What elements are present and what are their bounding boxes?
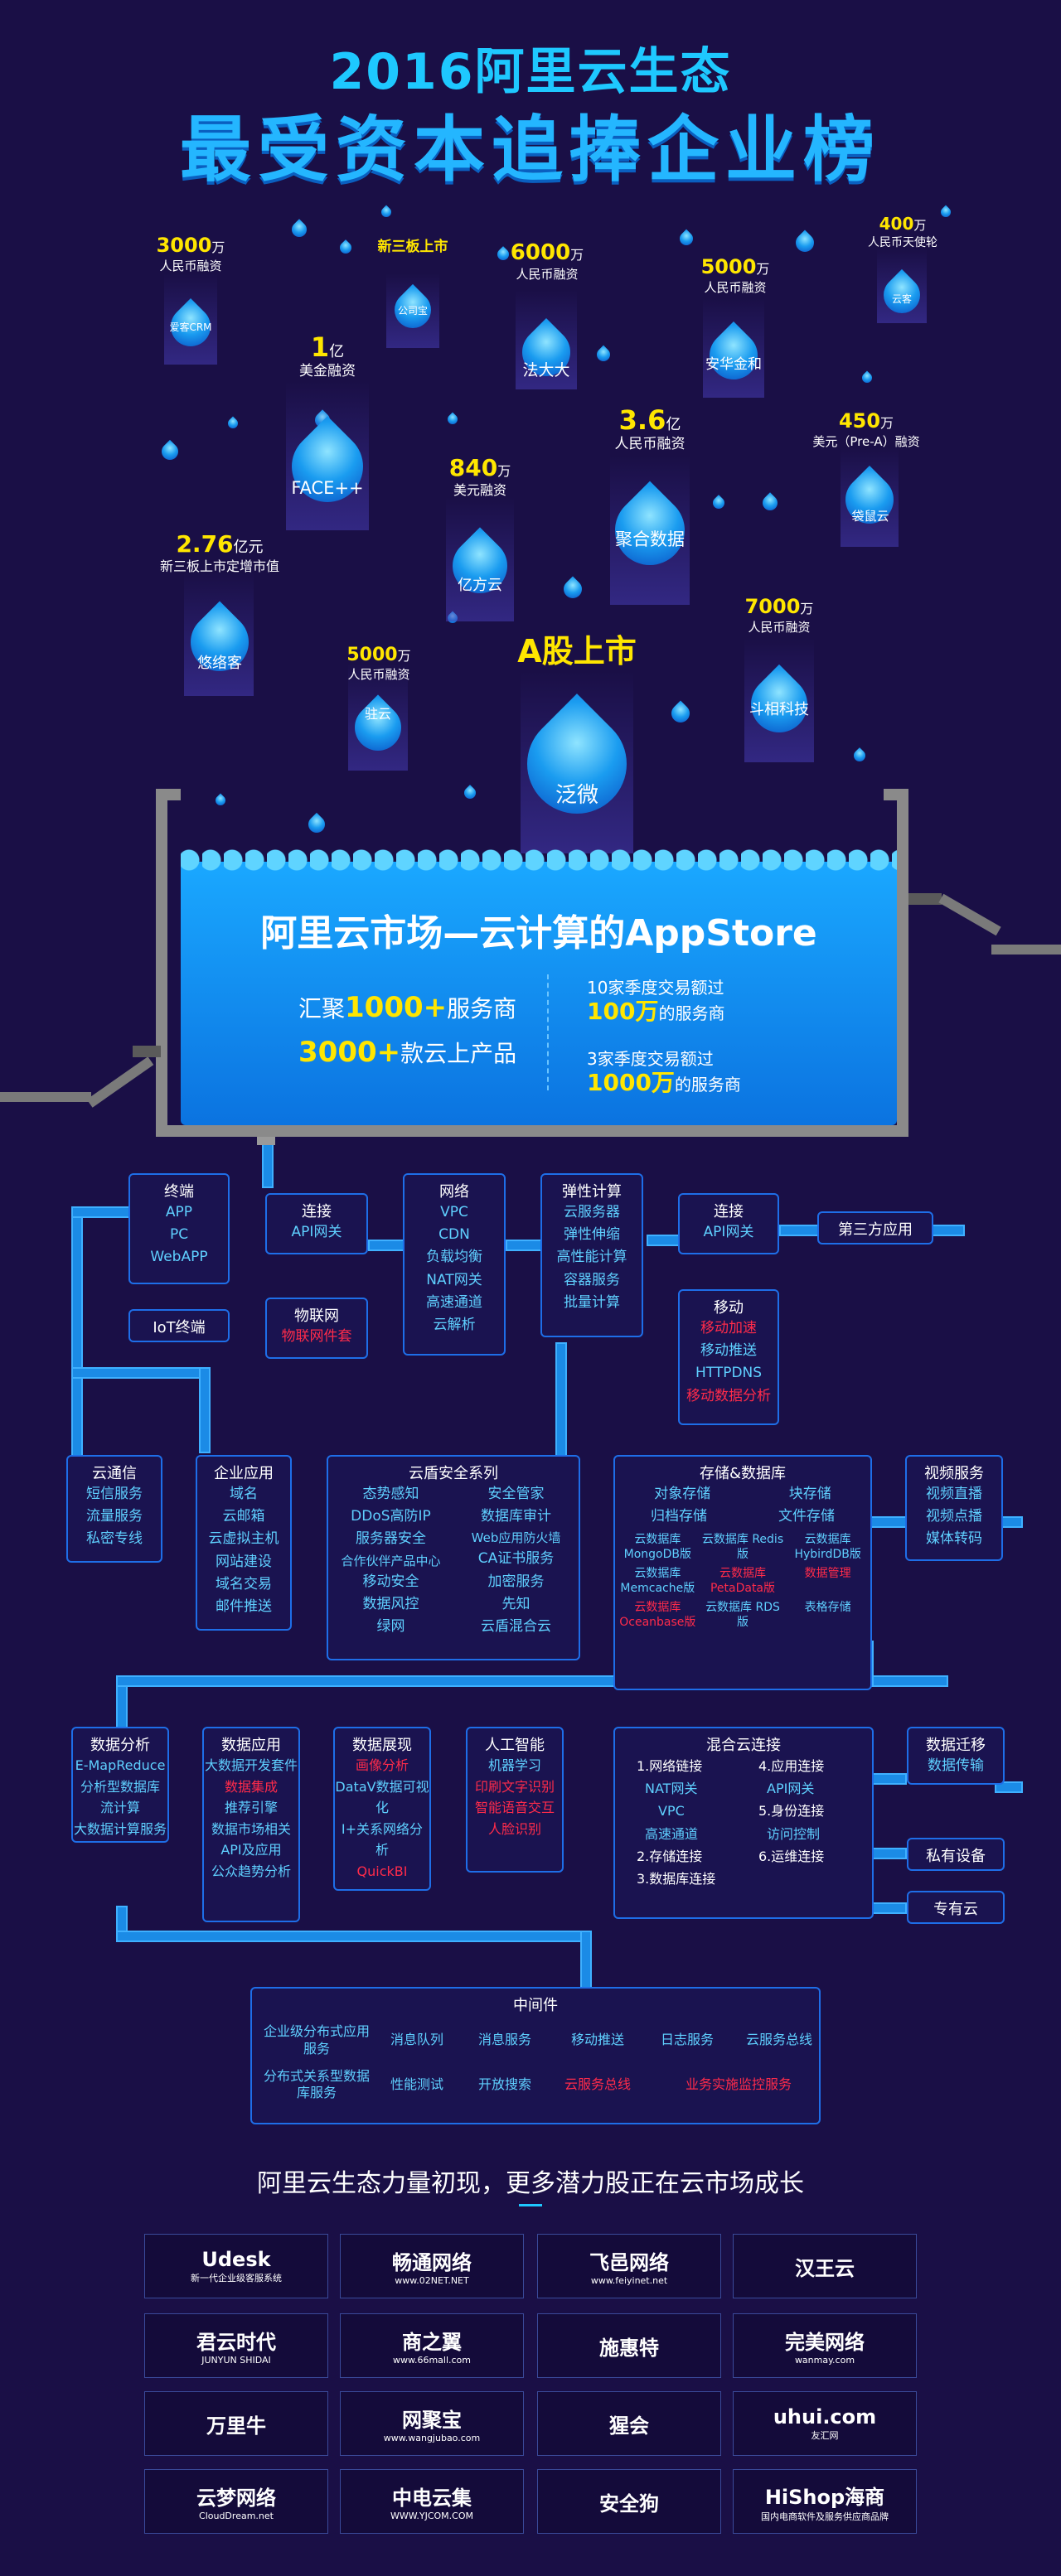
drop-company: 聚合数据 <box>615 529 685 549</box>
drop-company: FACE++ <box>291 478 364 498</box>
logo[interactable]: HiShop海商国内电商软件及服务供应商品牌 <box>733 2469 917 2534</box>
drop-label: 6000万人民币融资 <box>510 240 584 283</box>
box-video[interactable]: 视频服务 视频直播 视频点播 媒体转码 <box>905 1455 1003 1561</box>
logo[interactable]: 施惠特 <box>537 2313 721 2378</box>
drop-label: 3.6亿人民币融资 <box>614 404 686 453</box>
box-security[interactable]: 云盾安全系列 态势感知 DDoS高防IP 服务器安全 合作伙伴产品中心 移动安全… <box>327 1455 580 1660</box>
box-storage-db[interactable]: 存储&数据库 对象存储块存储 归档存储文件存储 云数据库 MongoDB版 云数… <box>613 1455 872 1690</box>
drop-label: 5000万人民币融资 <box>346 645 411 683</box>
drop-label: 7000万人民币融资 <box>744 595 814 635</box>
tagline-underline <box>519 2204 542 2206</box>
box-enterprise-app[interactable]: 企业应用 域名 云邮箱 云虚拟主机 网站建设 域名交易 邮件推送 <box>196 1455 292 1631</box>
box-iot[interactable]: 物联网 物联网件套 <box>265 1298 368 1359</box>
drop-label: 400万人民币天使轮 <box>868 214 937 249</box>
box-mobile[interactable]: 移动 移动加速 移动推送 HTTPDNS 移动数据分析 <box>678 1289 779 1425</box>
logo[interactable]: 万里牛 <box>144 2391 328 2456</box>
tank-stat-products: 3000+款云上产品 <box>298 1036 517 1069</box>
box-connect-2[interactable]: 连接 API网关 <box>678 1193 779 1254</box>
box-data-vis[interactable]: 数据展现 画像分析 DataV数据可视化 I+关系网络分析 QuickBI <box>333 1727 431 1891</box>
box-middleware[interactable]: 中间件 企业级分布式应用服务 消息队列 消息服务 移动推送 日志服务 云服务总线… <box>250 1987 821 2124</box>
box-ai[interactable]: 人工智能 机器学习 印刷文字识别 智能语音交互 人脸识别 <box>466 1727 564 1873</box>
box-hybrid-cloud[interactable]: 混合云连接 1.网络链接 NAT网关 VPC 高速通道 2.存储连接 3.数据库… <box>613 1727 874 1919</box>
drop-label: 450万美元（Pre-A）融资 <box>812 409 920 449</box>
logo[interactable]: 汉王云 <box>733 2234 917 2298</box>
box-cloud-comm[interactable]: 云通信 短信服务 流量服务 私密专线 <box>66 1455 162 1563</box>
drop-company: 公司宝 <box>397 305 428 317</box>
box-private-device[interactable]: 私有设备 <box>907 1838 1005 1871</box>
drop-label: 840万美元融资 <box>448 454 511 498</box>
page-title: 2016阿里云生态 <box>329 43 732 101</box>
drop-company: 斗相科技 <box>749 701 809 718</box>
drop-company: 泛微 <box>555 783 598 808</box>
box-dedicated-cloud[interactable]: 专有云 <box>907 1891 1005 1924</box>
drop-label: 1亿美金融资 <box>299 331 356 380</box>
tank-stat-providers: 汇聚1000+服务商 <box>298 991 517 1024</box>
drop-label: 2.76亿元新三板上市定增市值 <box>159 530 279 574</box>
drop-label: 3000万人民币融资 <box>156 234 225 273</box>
drop-label: 新三板上市 <box>377 239 448 255</box>
box-connect-1[interactable]: 连接 API网关 <box>265 1193 368 1254</box>
footer-tagline: 阿里云生态力量初现，更多潜力股正在云市场成长 <box>257 2169 804 2198</box>
box-data-migration[interactable]: 数据迁移 数据传输 <box>907 1727 1005 1785</box>
drop-company: 亿方云 <box>458 577 502 594</box>
drop-company: 法大大 <box>522 361 570 379</box>
page-subtitle: 最受资本追捧企业榜 <box>180 109 881 191</box>
logo[interactable]: 猩会 <box>537 2391 721 2456</box>
logo[interactable]: 安全狗 <box>537 2469 721 2534</box>
drop-company: 云客 <box>891 293 912 305</box>
drop-label: A股上市 <box>517 633 637 669</box>
box-data-app[interactable]: 数据应用 大数据开发套件 数据集成 推荐引擎 数据市场相关API及应用 公众趋势… <box>202 1727 300 1922</box>
drop-company: 袋鼠云 <box>851 509 889 524</box>
box-third-party[interactable]: 第三方应用 <box>817 1211 933 1245</box>
box-network[interactable]: 网络 VPC CDN 负载均衡 NAT网关 高速通道 云解析 <box>403 1173 506 1356</box>
box-data-analysis[interactable]: 数据分析 E-MapReduce 分析型数据库 流计算 大数据计算服务 <box>71 1727 169 1843</box>
drop-company: 驻云 <box>364 706 391 722</box>
drop-company: 安华金和 <box>705 356 762 373</box>
tank-heading: 阿里云市场—云计算的AppStore <box>260 912 817 955</box>
drop-company: 爱客CRM <box>169 321 212 333</box>
box-iot-terminal[interactable]: IoT终端 <box>128 1309 230 1342</box>
box-terminal[interactable]: 终端 APP PC WebAPP <box>128 1173 230 1284</box>
box-elastic-compute[interactable]: 弹性计算 云服务器 弹性伸缩 高性能计算 容器服务 批量计算 <box>540 1173 643 1337</box>
drop-label: 5000万人民币融资 <box>700 255 770 295</box>
drop-company: 悠络客 <box>197 655 242 672</box>
